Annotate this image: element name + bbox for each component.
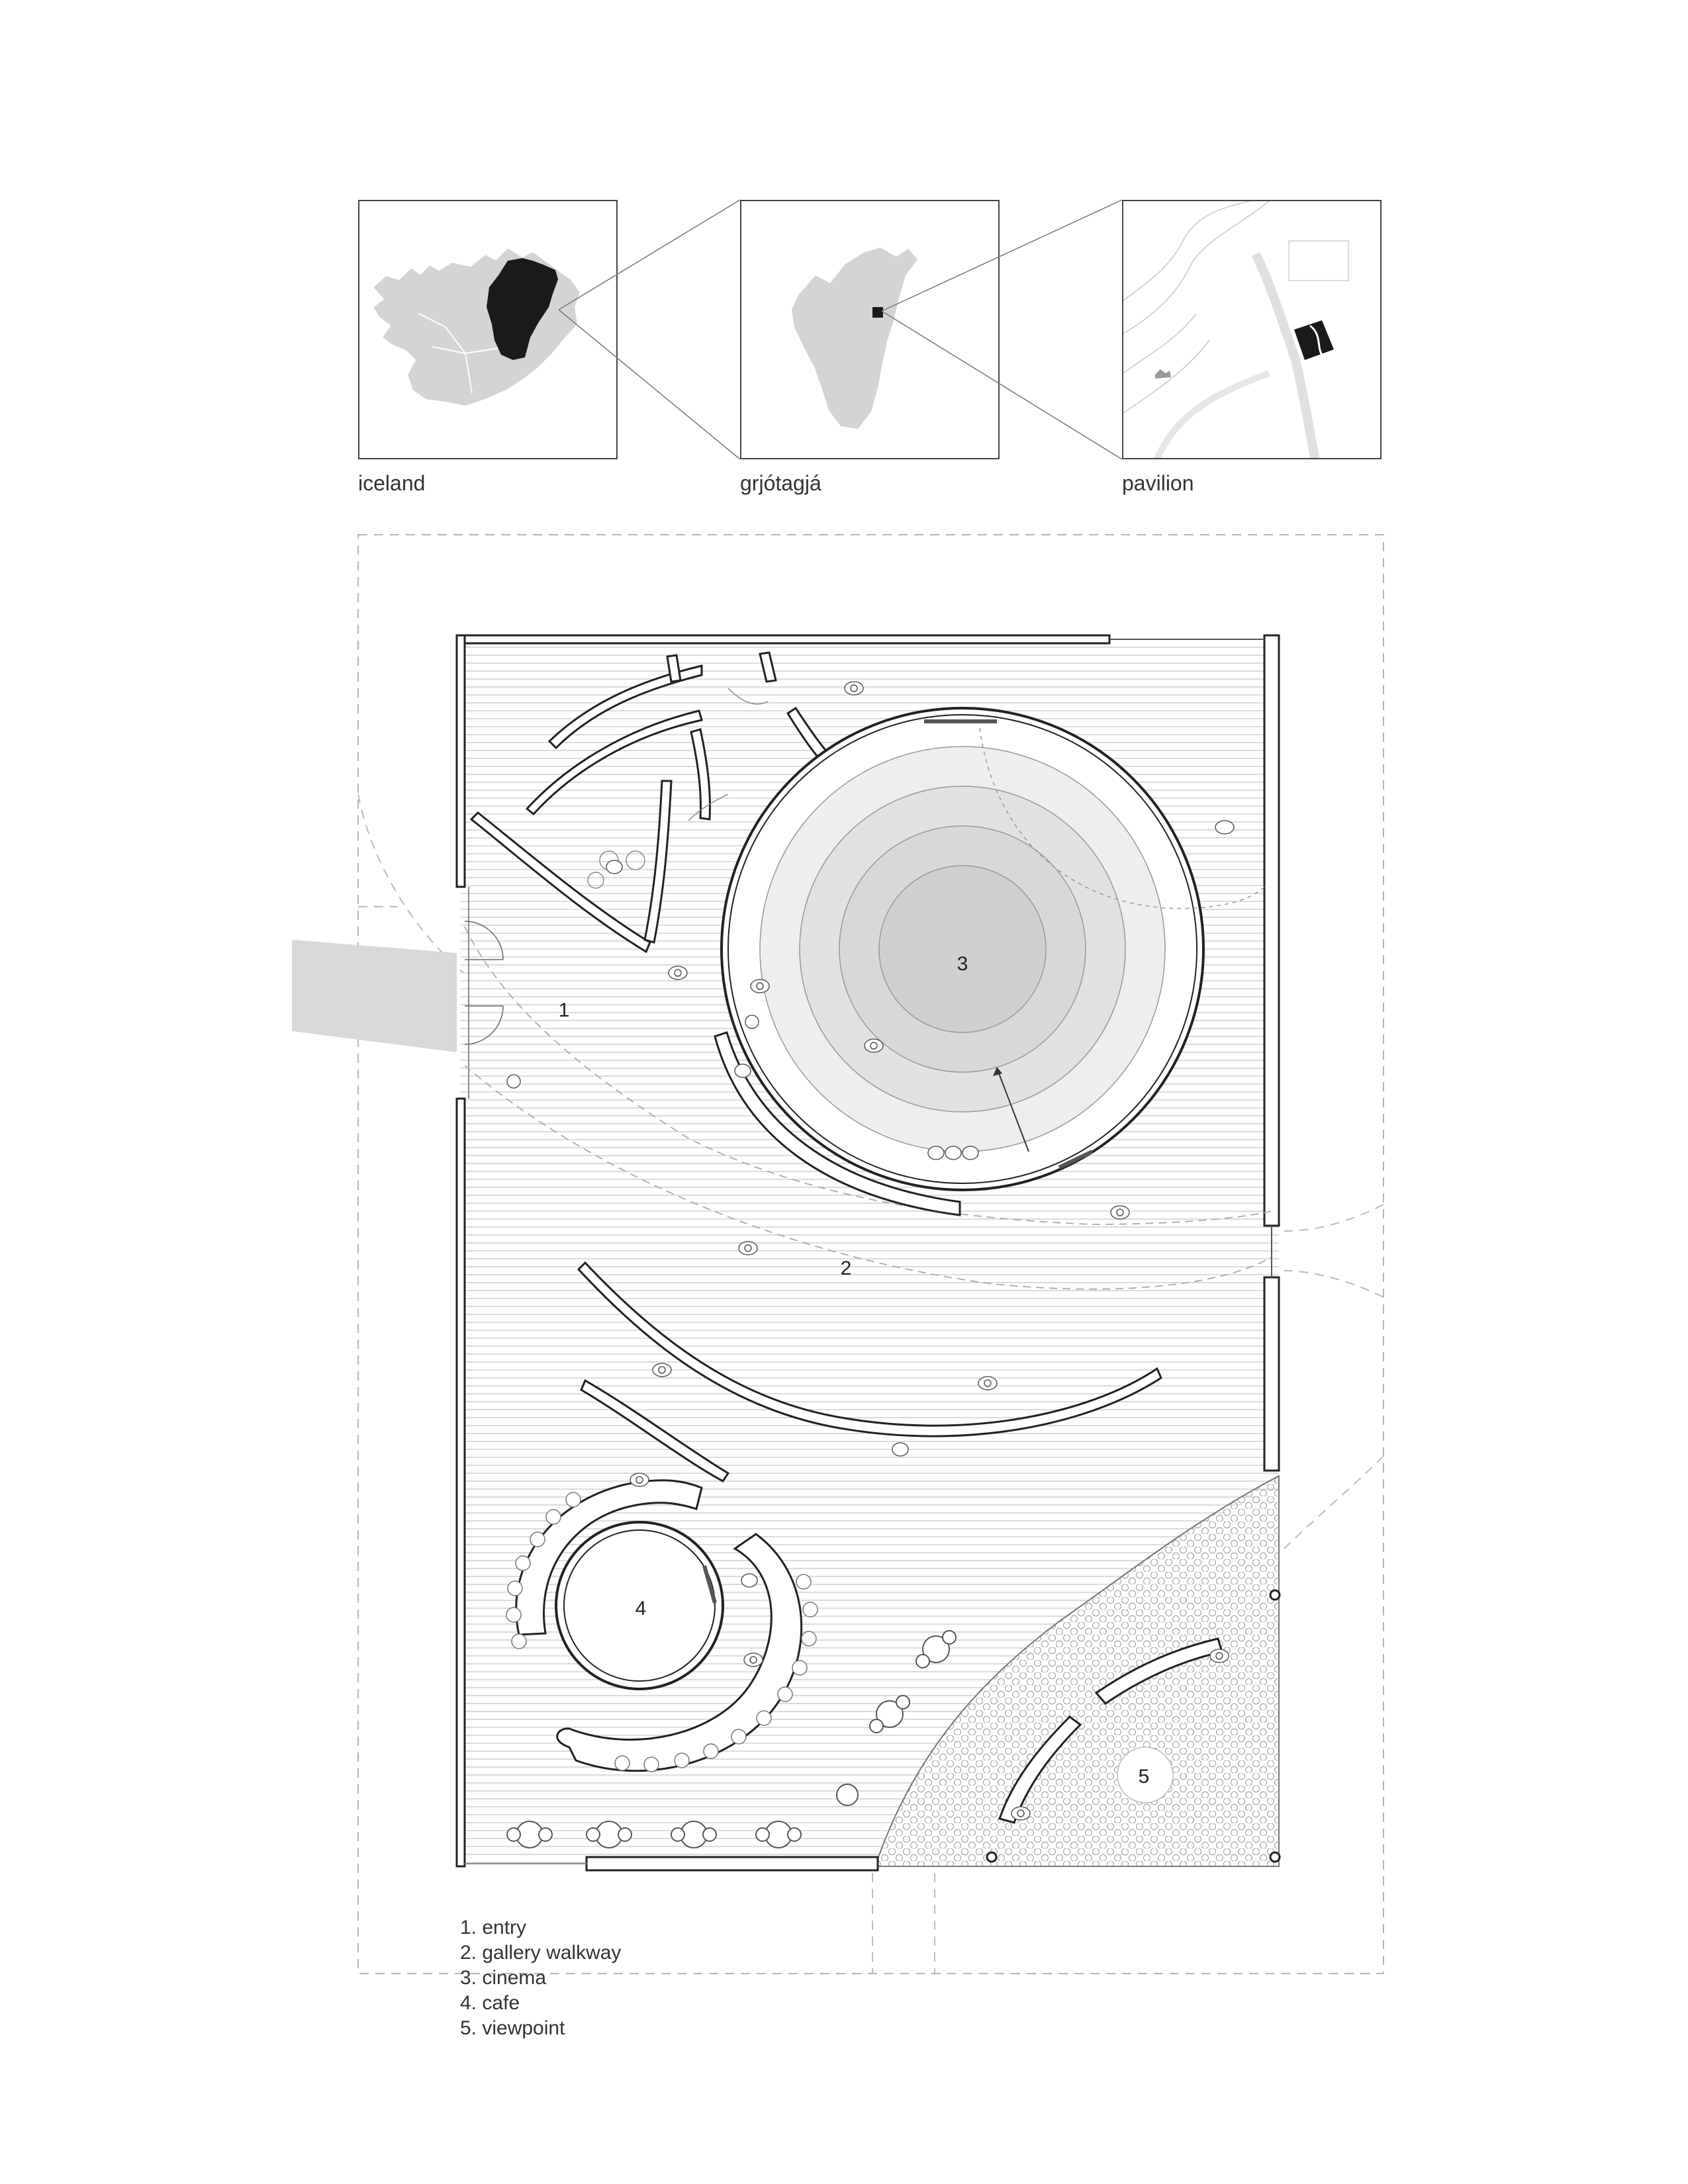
zone-number-1: 1 bbox=[559, 999, 570, 1021]
circulation-dashed-arc bbox=[464, 1065, 1272, 1290]
viewpoint-paving bbox=[874, 1475, 1280, 1867]
gallery-wall-short[interactable] bbox=[580, 1379, 730, 1482]
viewpoint-posts bbox=[986, 1589, 1281, 1863]
legend: 1. entry 2. gallery walkway 3. cinema 4.… bbox=[460, 1915, 621, 2041]
map-caption-iceland: iceland bbox=[358, 471, 426, 495]
map-caption-grjotagja: grjótagjá bbox=[740, 471, 821, 495]
cafe-tables[interactable] bbox=[506, 1630, 957, 1848]
pavilion-cut-line bbox=[1309, 324, 1323, 355]
cinema bbox=[720, 707, 1205, 1191]
iceland-region-lines bbox=[418, 313, 499, 394]
zone-number-2: 2 bbox=[841, 1257, 852, 1279]
viewpoint-marker bbox=[1117, 1747, 1174, 1803]
site-boundary bbox=[357, 534, 1384, 1974]
legend-item-cafe: 4. cafe bbox=[460, 1992, 520, 2014]
cafe-inner-counter bbox=[515, 1479, 703, 1636]
site-parking bbox=[1288, 240, 1349, 281]
people-figures bbox=[506, 681, 1235, 1821]
entry-path bbox=[292, 940, 457, 1052]
exterior-walls bbox=[455, 634, 1280, 1872]
site-boundary-curves bbox=[357, 794, 1384, 1974]
site-rock-mark bbox=[1155, 369, 1171, 379]
cafe bbox=[555, 1521, 724, 1690]
viewpoint-bench-2[interactable] bbox=[998, 1715, 1082, 1824]
projection-sweep bbox=[979, 727, 1265, 909]
pavilion-footprint bbox=[1294, 320, 1334, 360]
site-path bbox=[1154, 370, 1270, 458]
map-caption-pavilion: pavilion bbox=[1122, 471, 1194, 495]
entry-doors[interactable] bbox=[464, 921, 504, 1045]
iceland-highlight-region bbox=[487, 258, 558, 360]
iceland-map bbox=[371, 246, 582, 408]
circulation-dashed-arc-2 bbox=[464, 926, 1272, 1225]
gallery-wall-long[interactable] bbox=[577, 1261, 1162, 1437]
zone-number-4: 4 bbox=[635, 1598, 647, 1619]
map-panel-pavilion bbox=[1122, 200, 1382, 459]
terrain-contours bbox=[1123, 201, 1270, 414]
legend-item-cinema: 3. cinema bbox=[460, 1967, 547, 1989]
site-map bbox=[1123, 201, 1349, 458]
legend-item-entry: 1. entry bbox=[460, 1917, 527, 1938]
site-road bbox=[1251, 251, 1320, 458]
cafe-stools bbox=[506, 1492, 818, 1772]
site-marker bbox=[872, 307, 883, 318]
cinema-entry-wall bbox=[714, 1031, 961, 1216]
restroom-fixtures bbox=[587, 688, 769, 889]
viewpoint-bench-1[interactable] bbox=[1094, 1637, 1223, 1705]
zone-number-3: 3 bbox=[957, 953, 968, 975]
legend-item-viewpoint: 5. viewpoint bbox=[460, 2017, 565, 2039]
zone-number-5: 5 bbox=[1139, 1766, 1150, 1788]
legend-item-gallery-walkway: 2. gallery walkway bbox=[460, 1942, 622, 1964]
